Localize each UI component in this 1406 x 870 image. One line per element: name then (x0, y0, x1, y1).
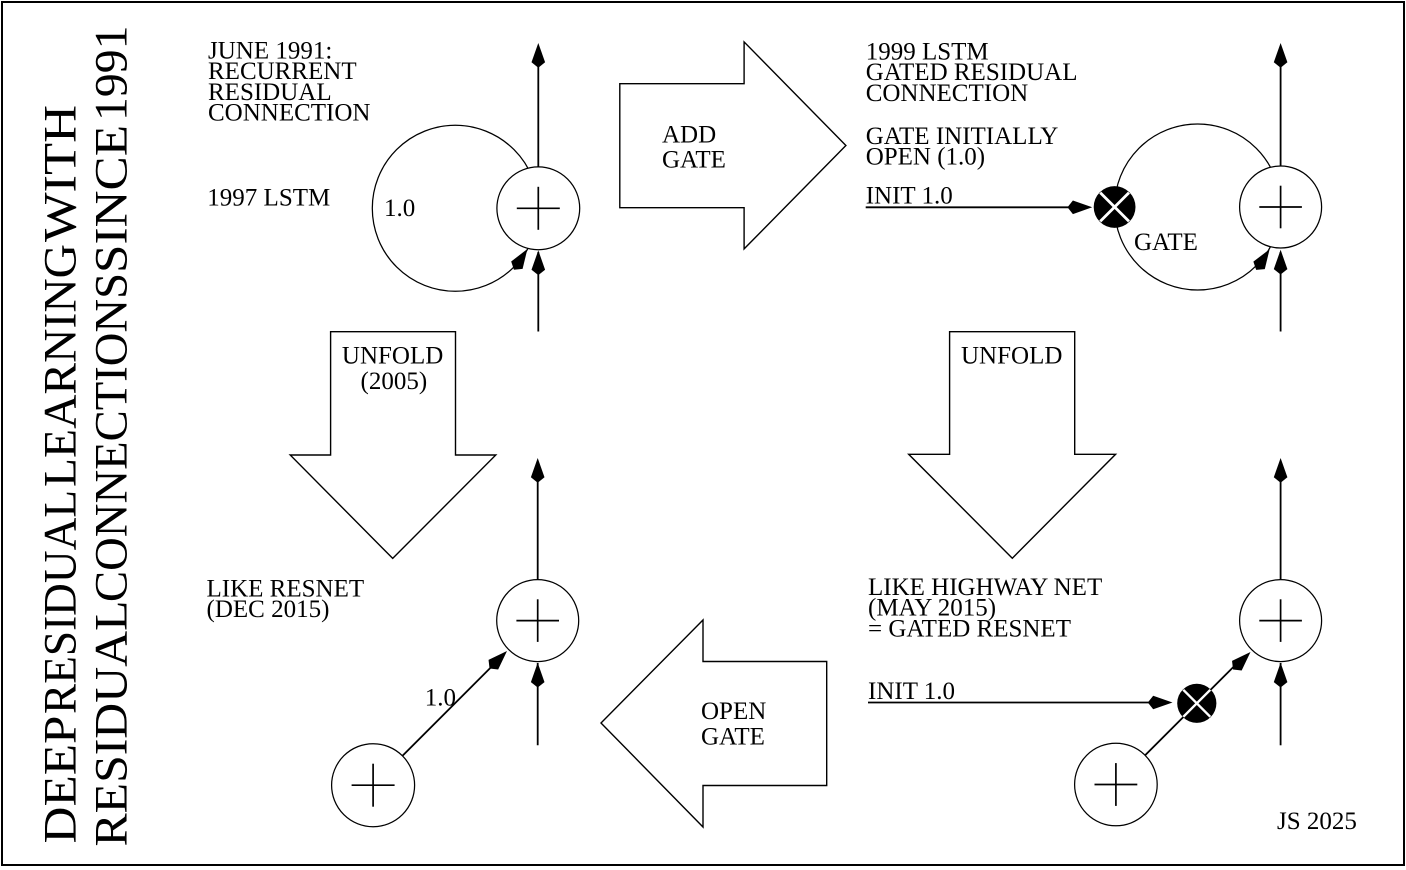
svg-text:SINCE: SINCE (86, 125, 137, 273)
svg-text:LIKE HIGHWAY NET: LIKE HIGHWAY NET (868, 574, 1102, 601)
svg-text:OPEN: OPEN (701, 698, 766, 725)
svg-text:1.0: 1.0 (425, 684, 456, 711)
svg-text:1.0: 1.0 (384, 195, 415, 222)
svg-text:(DEC 2015): (DEC 2015) (207, 596, 330, 623)
svg-text:RESIDUAL: RESIDUAL (208, 79, 332, 106)
svg-text:OPEN (1.0): OPEN (1.0) (866, 144, 985, 171)
svg-text:INIT 1.0: INIT 1.0 (866, 183, 953, 210)
svg-text:JUNE 1991:: JUNE 1991: (208, 38, 332, 65)
svg-text:= GATED RESNET: = GATED RESNET (868, 615, 1071, 642)
svg-text:UNFOLD: UNFOLD (342, 342, 443, 369)
svg-text:(2005): (2005) (361, 368, 428, 395)
svg-text:ADD: ADD (662, 121, 716, 148)
svg-text:DEEP: DEEP (36, 716, 87, 844)
svg-text:(MAY 2015): (MAY 2015) (868, 595, 996, 622)
svg-text:LIKE RESNET: LIKE RESNET (207, 576, 365, 603)
svg-text:CONNECTION: CONNECTION (208, 100, 371, 127)
svg-text:RESIDUAL: RESIDUAL (36, 490, 87, 714)
svg-text:JS 2025: JS 2025 (1277, 808, 1357, 835)
svg-text:GATED RESIDUAL: GATED RESIDUAL (866, 59, 1078, 86)
svg-text:GATE: GATE (701, 724, 765, 751)
svg-text:UNFOLD: UNFOLD (961, 342, 1062, 369)
svg-text:1997 LSTM: 1997 LSTM (207, 184, 330, 211)
svg-text:LEARNING: LEARNING (36, 244, 87, 487)
svg-text:GATE INITIALLY: GATE INITIALLY (866, 123, 1059, 150)
svg-text:RECURRENT: RECURRENT (208, 58, 357, 85)
svg-text:CONNECTIONS: CONNECTIONS (86, 273, 137, 602)
svg-text:CONNECTION: CONNECTION (866, 80, 1028, 107)
svg-text:GATE: GATE (1134, 229, 1198, 256)
svg-text:1991: 1991 (86, 26, 137, 122)
svg-text:RESIDUAL: RESIDUAL (86, 601, 137, 847)
svg-text:INIT 1.0: INIT 1.0 (868, 678, 955, 705)
svg-text:1999 LSTM: 1999 LSTM (866, 38, 989, 65)
svg-text:GATE: GATE (662, 147, 726, 174)
svg-text:WITH: WITH (36, 105, 87, 242)
